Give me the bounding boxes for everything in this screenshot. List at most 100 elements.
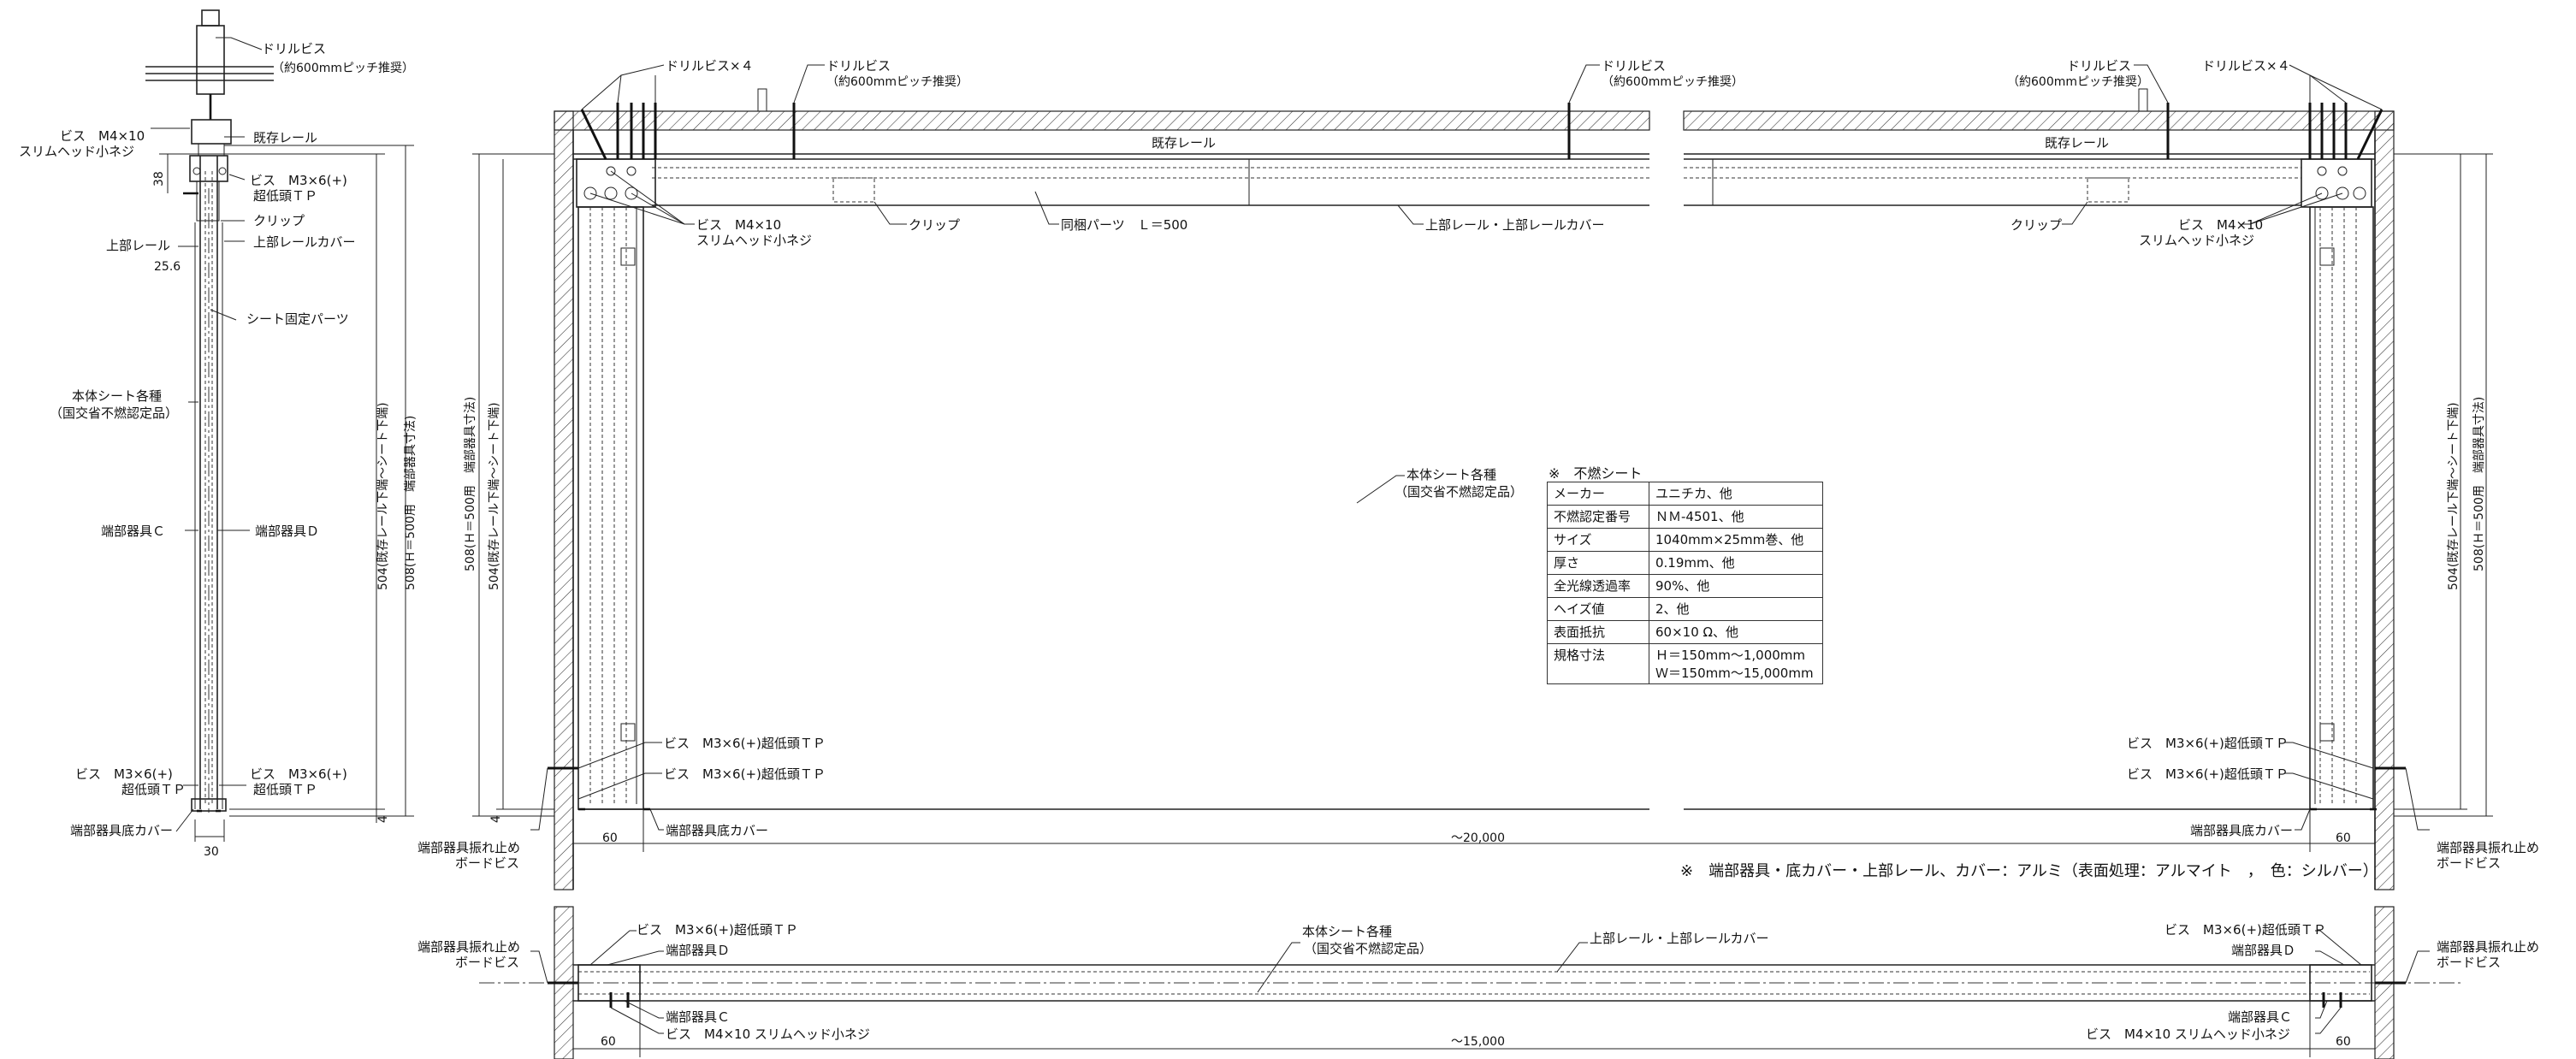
- plan-body-sheet: 本体シート各種: [1302, 924, 1392, 939]
- spec-key: サイズ: [1547, 528, 1649, 552]
- plan-sway-stop-left: 端部器具振れ止め: [417, 939, 520, 955]
- sec-pitch-label: （約600mmピッチ推奨）: [272, 62, 414, 75]
- spec-value-line: Ｗ＝150mm～15,000mm: [1655, 666, 1814, 681]
- elev-existing-rail-right: 既存レール: [2045, 135, 2109, 151]
- sec-existing-rail-label: 既存レール: [253, 130, 317, 145]
- elev-bottom-cover-right: 端部器具底カバー: [2190, 823, 2293, 838]
- spec-value-line: 90%、他: [1655, 578, 1710, 594]
- spec-value-line: Ｈ＝150mm～1,000mm: [1655, 648, 1806, 663]
- spec-row: ヘイズ値 2、他: [1547, 597, 1823, 621]
- plan-board-screw-left: ボードビス: [455, 955, 519, 970]
- sec-upper-rail-cover-label: 上部レールカバー: [253, 234, 356, 250]
- sec-dim-25-6: 25.6: [154, 260, 181, 274]
- sec-screw-m3-b-label: ビス M3×6(+): [75, 766, 173, 782]
- section-view: ドリルビス （約600mmピッチ推奨） ビス M4×10 スリムヘッド小ネジ 既…: [19, 9, 417, 859]
- sec-dim-v508: 508(Ｈ＝500用 端部器具寸法): [404, 416, 417, 590]
- spec-value: ＮＭ-4501、他: [1649, 505, 1823, 529]
- elev-dim-v508-left: 508(Ｈ＝500用 端部器具寸法): [464, 397, 477, 571]
- elev-pitch-right: （約600mmピッチ推奨）: [2007, 75, 2149, 89]
- plan-dim-15000: ～15,000: [1451, 1035, 1505, 1049]
- elev-drill-right: ドリルビス: [2067, 58, 2131, 74]
- spec-value-line: ユニチカ、他: [1655, 486, 1732, 501]
- elev-board-screw-right: ボードビス: [2437, 855, 2501, 871]
- spec-value-line: 60×10 Ω、他: [1655, 624, 1738, 640]
- elev-bundled-parts: 同梱パーツ Ｌ＝500: [1061, 217, 1187, 233]
- spec-value-line: 1040mm×25mm巻、他: [1655, 532, 1804, 547]
- elev-screw-m4-left: ビス M4×10: [696, 217, 781, 233]
- spec-value-line: 0.19mm、他: [1655, 555, 1735, 571]
- spec-row: 表面抵抗 60×10 Ω、他: [1547, 620, 1823, 644]
- elev-screw-m3-tp-3: ビス M3×6(+)超低頭ＴＰ: [2127, 736, 2289, 751]
- elev-nonflam: （国交省不燃認定品）: [1395, 484, 1523, 500]
- elev-clip-right: クリップ: [2010, 217, 2062, 233]
- plan-board-screw-right: ボードビス: [2437, 955, 2501, 970]
- spec-row: サイズ 1040mm×25mm巻、他: [1547, 528, 1823, 552]
- elev-slim-head-right: スリムヘッド小ネジ: [2139, 233, 2254, 248]
- elev-dim-4: 4: [489, 815, 503, 823]
- sec-super-low-c-label: 超低頭ＴＰ: [253, 782, 317, 797]
- elev-dim-v504-right: 504(既存レール下端～シート下端): [2447, 402, 2461, 590]
- sec-nonflam-label: （国交省不燃認定品）: [50, 405, 178, 421]
- spec-value: 1040mm×25mm巻、他: [1649, 528, 1823, 552]
- elev-sway-stop-left: 端部器具振れ止め: [417, 840, 520, 855]
- plan-screw-m3-left: ビス M3×6(+)超低頭ＴＰ: [637, 922, 798, 938]
- elev-body-sheet: 本体シート各種: [1406, 467, 1496, 482]
- elev-drill-mid: ドリルビス: [1602, 58, 1666, 74]
- elev-bottom-cover-left: 端部器具底カバー: [666, 823, 768, 838]
- elev-dim-60-left: 60: [602, 831, 618, 845]
- spec-key: 表面抵抗: [1547, 620, 1649, 644]
- elev-dim-v508-right: 508(Ｈ＝500用 端部器具寸法): [2472, 397, 2486, 571]
- sec-screw-m3-label: ビス M3×6(+): [250, 173, 347, 188]
- spec-row: 不燃認定番号 ＮＭ-4501、他: [1547, 505, 1823, 529]
- elev-drill-x4-right: ドリルビス×４: [2202, 58, 2290, 74]
- sec-end-d-label: 端部器具Ｄ: [255, 524, 319, 539]
- spec-value: 90%、他: [1649, 574, 1823, 598]
- elev-dim-20000: ～20,000: [1451, 831, 1505, 845]
- elev-board-screw-left: ボードビス: [455, 855, 519, 871]
- sec-upper-rail-label: 上部レール: [106, 238, 170, 253]
- elev-sway-stop-right: 端部器具振れ止め: [2437, 840, 2539, 855]
- spec-value-line: 2、他: [1655, 601, 1690, 617]
- sec-dim-4: 4: [376, 815, 390, 823]
- plan-nonflam: （国交省不燃認定品）: [1304, 941, 1432, 956]
- elev-drill-left: ドリルビス: [826, 58, 891, 74]
- spec-value-line: ＮＭ-4501、他: [1655, 509, 1744, 524]
- elev-dim-60-right: 60: [2336, 831, 2351, 845]
- spec-table: メーカーユニチカ、他不燃認定番号 ＮＭ-4501、他サイズ 1040mm×25mm巻…: [1547, 482, 1823, 684]
- sec-super-low-label: 超低頭ＴＰ: [253, 188, 317, 204]
- spec-row: 厚さ 0.19mm、他: [1547, 551, 1823, 575]
- plan-sway-stop-right: 端部器具振れ止め: [2437, 939, 2539, 955]
- plan-end-d-left: 端部器具Ｄ: [666, 943, 730, 958]
- spec-table-title: ※ 不燃シート: [1549, 465, 1643, 482]
- sec-bottom-cover-label: 端部器具底カバー: [70, 823, 173, 838]
- material-finish-note: ※ 端部器具・底カバー・上部レール、カバー：アルミ（表面処理：アルマイト ， 色…: [1680, 862, 2378, 880]
- sec-dim-30: 30: [204, 845, 219, 859]
- elev-drill-x4-left: ドリルビス×４: [666, 58, 754, 74]
- elev-pitch-left: （約600mmピッチ推奨）: [826, 75, 968, 89]
- spec-value: 0.19mm、他: [1649, 551, 1823, 575]
- spec-value: 60×10 Ω、他: [1649, 620, 1823, 644]
- elev-dim-v504-left: 504(既存レール下端～シート下端): [488, 402, 501, 590]
- elev-screw-m4-right: ビス M4×10: [2178, 217, 2263, 233]
- plan-end-d-right: 端部器具Ｄ: [2231, 943, 2295, 958]
- spec-row: メーカーユニチカ、他: [1547, 482, 1823, 506]
- plan-end-c-right: 端部器具Ｃ: [2228, 1009, 2292, 1025]
- elev-upper-rail-cover: 上部レール・上部レールカバー: [1425, 217, 1605, 233]
- plan-view: 端部器具振れ止め ボードビス ビス M3×6(+)超低頭ＴＰ 端部器具Ｄ 端部器…: [417, 906, 2539, 1059]
- sec-screw-m4-label: ビス M4×10: [60, 128, 145, 144]
- spec-key: 全光線透過率: [1547, 574, 1649, 598]
- plan-dim-60-left: 60: [601, 1035, 616, 1049]
- plan-screw-m4-left: ビス M4×10 スリムヘッド小ネジ: [666, 1026, 870, 1042]
- sec-screw-m3-c-label: ビス M3×6(+): [250, 766, 347, 782]
- plan-dim-60-right: 60: [2336, 1035, 2351, 1049]
- sec-slim-head-label: スリムヘッド小ネジ: [19, 144, 134, 159]
- sec-body-sheet-label: 本体シート各種: [72, 388, 162, 404]
- spec-key: 不燃認定番号: [1547, 505, 1649, 529]
- elev-screw-m3-tp-4: ビス M3×6(+)超低頭ＴＰ: [2127, 766, 2289, 782]
- elev-existing-rail-left: 既存レール: [1152, 135, 1216, 151]
- spec-key: ヘイズ値: [1547, 597, 1649, 621]
- spec-key: メーカー: [1547, 482, 1649, 506]
- spec-key: 厚さ: [1547, 551, 1649, 575]
